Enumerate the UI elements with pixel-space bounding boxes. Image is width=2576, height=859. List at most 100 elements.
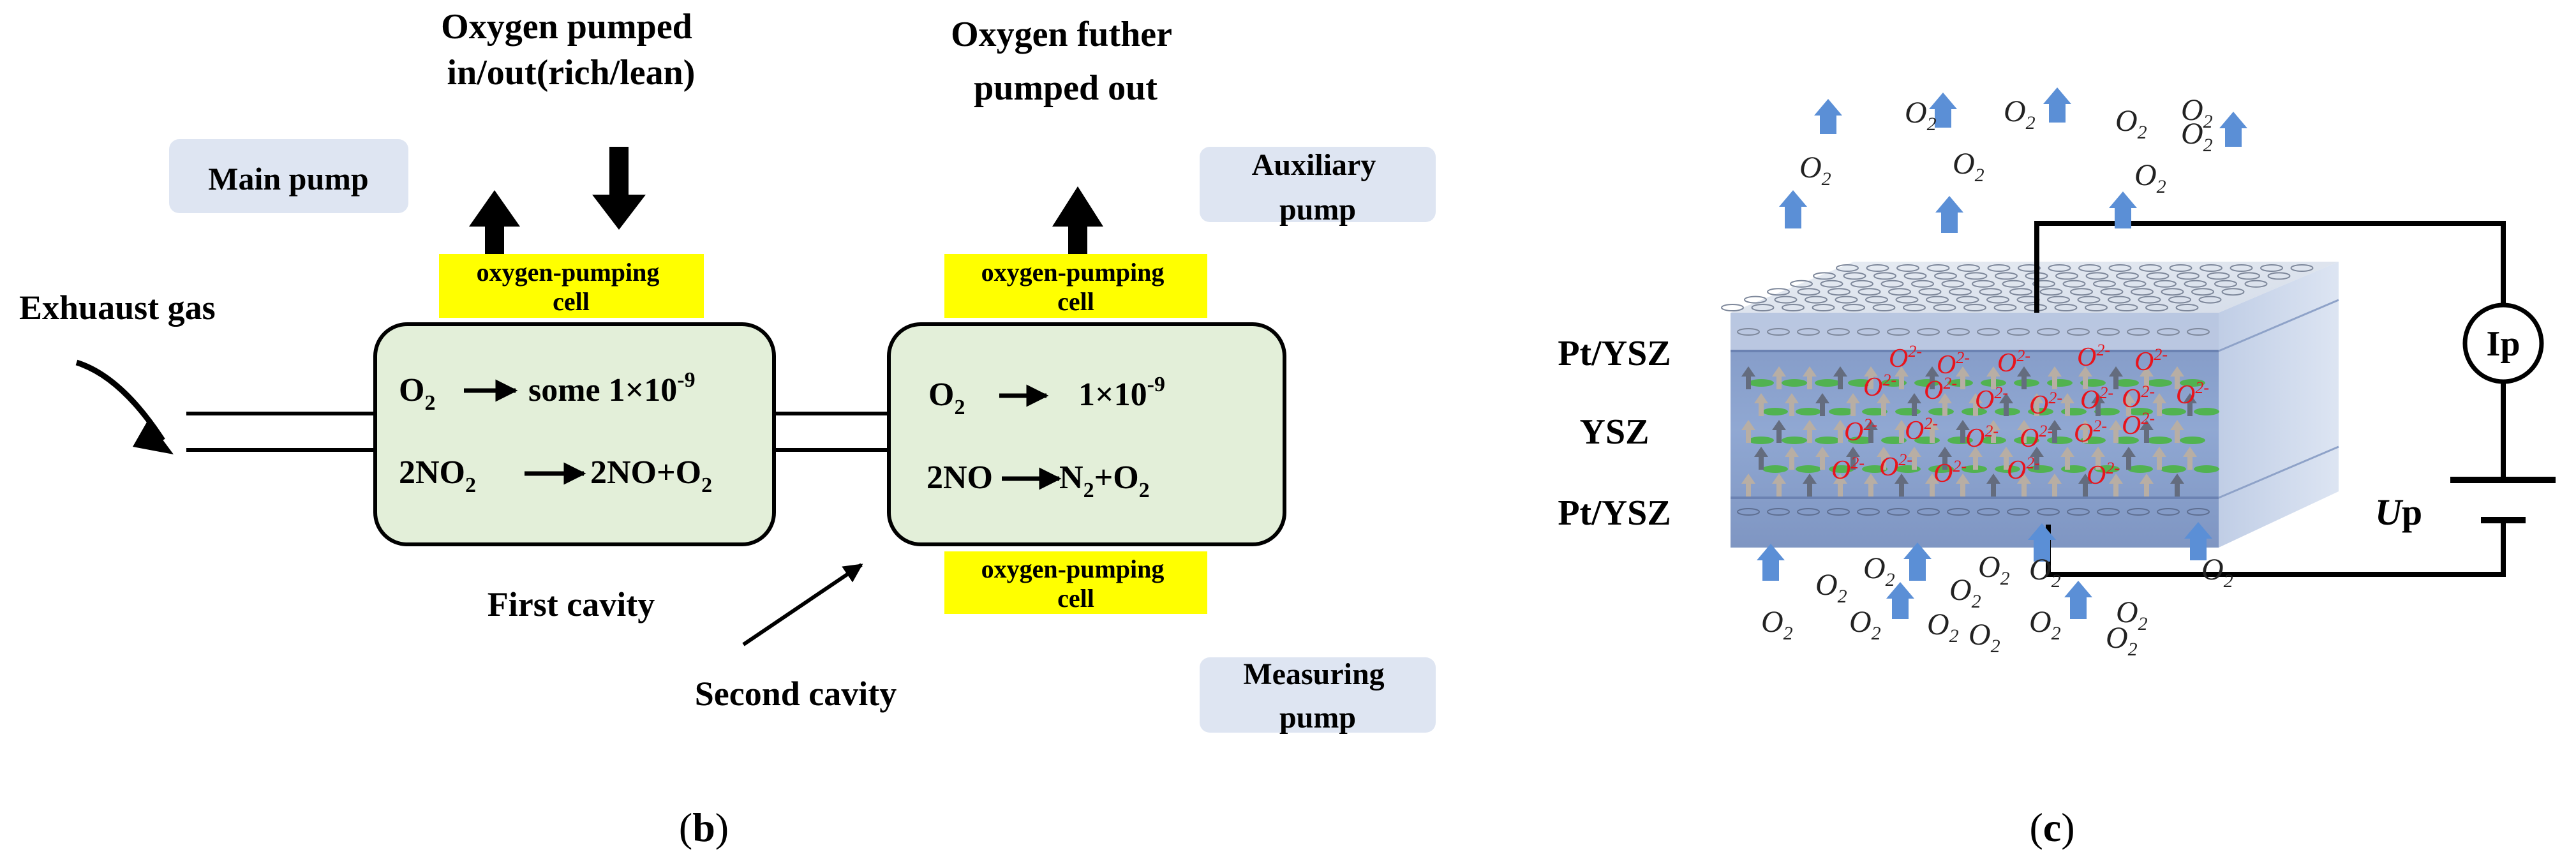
ion-arrow [1986, 420, 2000, 443]
ion-arrow [2030, 393, 2044, 416]
oxygen-flow-arrows [1757, 87, 2247, 619]
pore [2139, 264, 2162, 272]
layer-label-top: Pt/YSZ [1558, 334, 1671, 373]
pore [2116, 272, 2139, 280]
oxygen-flow-arrow [2043, 87, 2071, 123]
ion-arrow [2152, 447, 2166, 470]
oxygen-molecule: O2 [2106, 621, 2138, 660]
oxide-ion: O2- [1844, 415, 1877, 447]
panel-c-caption: (c) [2029, 805, 2074, 850]
ion-arrow [2048, 366, 2062, 389]
pore [1934, 272, 1957, 280]
ysz-site [1848, 379, 1873, 387]
ion-arrow [2170, 420, 2184, 443]
pore [2062, 280, 2086, 288]
ion-arrow [1925, 474, 1939, 497]
ysz-site [1815, 379, 1840, 387]
svg-text:some 1×10-9: some 1×10-9 [528, 368, 696, 408]
pore [2161, 288, 2184, 296]
pore [1827, 508, 1850, 516]
pore [2032, 280, 2055, 288]
oxygen-pumped-title: Oxygen pumped in/out(rich/lean) [441, 7, 701, 93]
exhaust-gas-label: Exhuaust gas [19, 288, 216, 327]
pore [1888, 288, 1911, 296]
layer-label-middle: YSZ [1580, 412, 1649, 452]
ion-arrow [1846, 447, 1860, 470]
ion-arrow [1969, 447, 1983, 470]
ion-arrow [1772, 474, 1786, 497]
cell-label-second-top-text: oxygen-pumping cell [981, 258, 1171, 316]
panel-b: Oxygen pumped in/out(rich/lean) Oxygen f… [19, 7, 1436, 850]
oxygen-molecule: O2 [1815, 568, 1847, 607]
pore [2055, 272, 2078, 280]
pore [1957, 264, 1980, 272]
ion-arrow [1925, 366, 1939, 389]
pore [2007, 508, 2030, 516]
pore [2108, 295, 2131, 304]
ion-arrow [1938, 393, 1952, 416]
pore [1963, 304, 1986, 311]
pore [1767, 328, 1790, 336]
pore [1858, 288, 1881, 296]
second-cavity-label: Second cavity [695, 675, 897, 713]
pore [1805, 295, 1828, 304]
pore [1995, 272, 2018, 280]
pore [1941, 280, 1965, 288]
pore [1887, 508, 1910, 516]
top-surface-pores [1721, 264, 2314, 336]
pore [2085, 272, 2109, 280]
cell-label-first-top: oxygen-pumping cell [439, 254, 704, 318]
ion-arrow [2140, 420, 2154, 443]
oxygen-flow-arrow [2184, 522, 2212, 560]
ion-arrow [1999, 393, 2013, 416]
ion-arrow [1754, 447, 1768, 470]
measuring-pump-box: Measuring pump [1200, 657, 1436, 735]
oxide-ion: O2- [2077, 341, 2110, 372]
pore [1977, 328, 2000, 336]
ysz-site [2180, 437, 2205, 444]
svg-text:1×10-9: 1×10-9 [1078, 373, 1165, 413]
ion-arrow [1772, 366, 1786, 389]
cell-label-first-top-text: oxygen-pumping cell [477, 258, 666, 316]
ion-arrow [2017, 474, 2031, 497]
pore [2200, 264, 2222, 272]
ysz-site [1748, 437, 1774, 444]
ion-arrow [2122, 447, 2136, 470]
ion-arrow [1907, 447, 1921, 470]
oxygen-flow-arrow [1886, 582, 1914, 619]
ysz-site [1829, 408, 1854, 415]
second-cavity-box [887, 322, 1286, 546]
ysz-site [2147, 379, 2172, 387]
oxide-ion: O2- [1933, 457, 1967, 488]
oxygen-flow-arrow [1903, 542, 1932, 581]
oxygen-flow-arrow [1814, 99, 1842, 134]
ion-arrow [1956, 474, 1970, 497]
ion-arrow [1986, 366, 2000, 389]
ysz-site [2127, 408, 2153, 415]
pore [2067, 508, 2090, 516]
pore [2007, 328, 2030, 336]
ion-arrow [2183, 447, 2197, 470]
exhaust-gas-curved-arrow [75, 359, 165, 442]
ion-arrow [1877, 393, 1891, 416]
ysz-site [1762, 465, 1788, 473]
ysz-site [2113, 437, 2139, 444]
ion-arrow [1895, 420, 1909, 443]
oxygen-molecule: O2 [2115, 104, 2147, 143]
pore [1737, 508, 1760, 516]
oxygen-flow-arrow [1929, 93, 1957, 128]
pore [1782, 304, 1805, 311]
ysz-site [2047, 379, 2073, 387]
pore [1987, 264, 2011, 272]
first-cavity-equation-1: O2 some 1×10-9 [399, 368, 696, 415]
pore [1865, 295, 1888, 304]
measuring-pump-label: Measuring pump [1243, 657, 1392, 735]
oxygen-molecule: O2 [1849, 605, 1881, 644]
pore [1933, 304, 1956, 311]
ysz-site [2127, 465, 2153, 473]
pore [1993, 304, 2017, 311]
pore [2290, 264, 2314, 272]
oxide-ion: O2- [1905, 414, 1938, 445]
svg-text:2NO2: 2NO2 [399, 454, 476, 497]
pore [2237, 272, 2260, 280]
